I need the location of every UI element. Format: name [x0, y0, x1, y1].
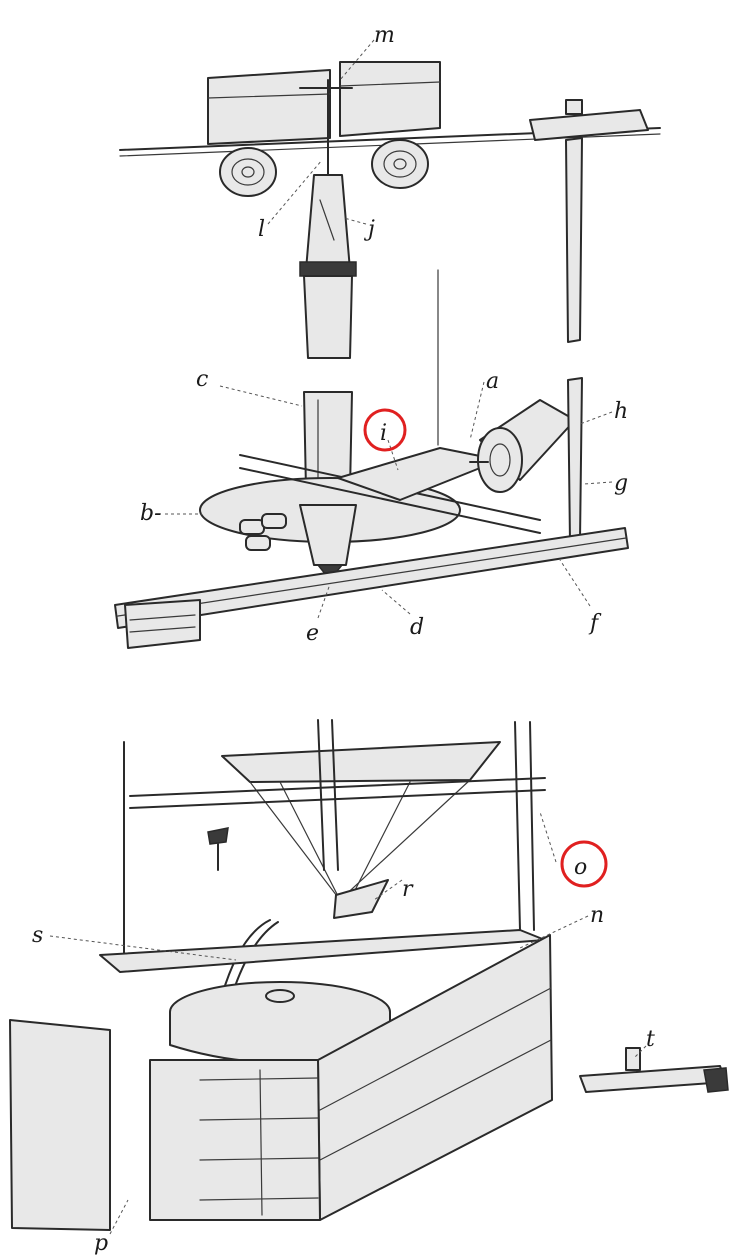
label-d: d — [410, 615, 424, 640]
chain-link — [239, 519, 265, 535]
right-post — [565, 137, 583, 343]
label-s: s — [32, 923, 43, 948]
foot-block — [124, 599, 201, 649]
middle-assembly — [114, 377, 629, 649]
highlight-circle-o — [560, 840, 608, 888]
upper-shaft — [303, 275, 353, 359]
bottom-beam — [114, 527, 629, 629]
main-box-side — [317, 934, 553, 1221]
upper-right-box — [339, 61, 441, 137]
label-p: p — [94, 1231, 108, 1256]
label-g: g — [614, 471, 628, 496]
floor-block — [529, 109, 649, 141]
highlight-circle-i — [363, 408, 407, 452]
label-h: h — [614, 399, 628, 424]
label-f: f — [588, 611, 602, 636]
label-t: t — [646, 1027, 655, 1052]
leader-lines — [49, 39, 647, 1235]
label-c: c — [196, 367, 208, 392]
label-r: r — [402, 877, 414, 902]
shoe-chute — [333, 879, 389, 919]
front-panel — [149, 1059, 321, 1221]
tray-frame — [129, 777, 546, 797]
label-a: a — [486, 369, 499, 394]
label-j: j — [363, 217, 375, 242]
top-assembly — [119, 61, 661, 446]
label-m: m — [374, 23, 395, 48]
label-l: l — [258, 217, 265, 242]
label-n: n — [590, 903, 604, 928]
label-i: i — [380, 421, 387, 446]
hopper-top — [221, 741, 501, 783]
right-upright — [567, 377, 583, 543]
log-end-right — [371, 139, 429, 189]
labels: m l j c a i h g b- f d e s r o n p t — [32, 23, 655, 1256]
label-o: o — [574, 855, 587, 880]
label-b: b- — [140, 501, 162, 526]
upper-left-box — [207, 69, 331, 145]
label-e: e — [306, 621, 319, 646]
right-post-lower — [514, 721, 521, 931]
shaft-cone — [299, 504, 357, 566]
tray-rim — [99, 929, 546, 973]
highlight-circles — [363, 408, 608, 888]
log-end-left — [219, 147, 277, 197]
left-cupboard — [9, 1019, 111, 1231]
bottom-assembly — [9, 719, 729, 1231]
center-post — [317, 719, 325, 871]
